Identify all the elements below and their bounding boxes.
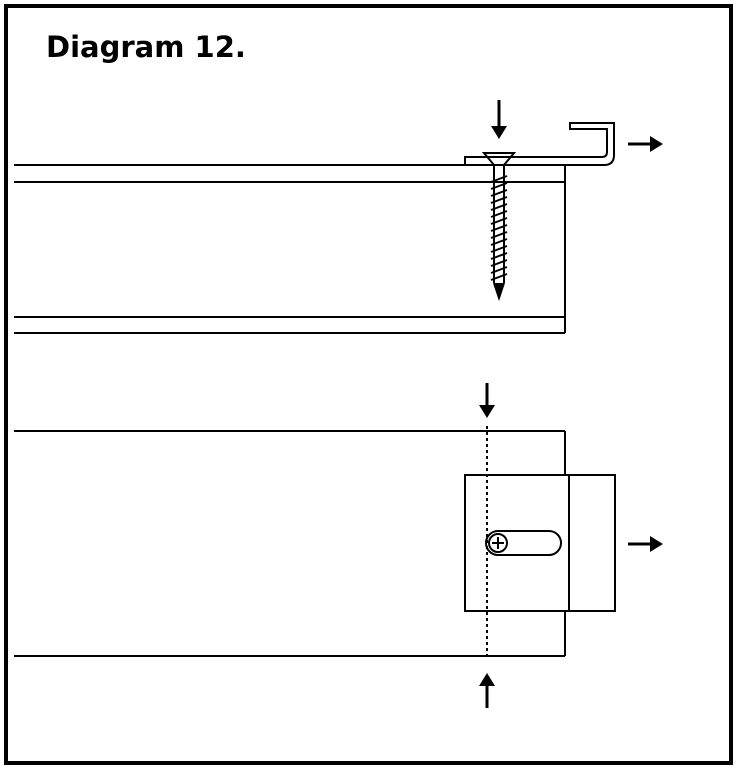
arrow-up-alignment xyxy=(479,673,495,708)
diagram-frame xyxy=(4,4,733,765)
board-side-view xyxy=(14,164,566,334)
arrow-down-alignment xyxy=(479,383,495,418)
screw-head-top xyxy=(488,533,508,553)
diagram-title: Diagram 12. xyxy=(46,30,246,64)
screw-head xyxy=(481,152,517,166)
arrow-right-clip xyxy=(628,136,663,152)
clip-top-view xyxy=(464,474,616,612)
arrow-right-clip-top xyxy=(628,536,663,552)
clip-side-profile xyxy=(464,122,615,166)
board-top-view xyxy=(14,430,566,657)
clip-slot xyxy=(485,530,562,556)
clip-plate xyxy=(464,474,616,612)
screw-threads xyxy=(490,175,508,281)
arrow-down-screw xyxy=(491,100,507,139)
